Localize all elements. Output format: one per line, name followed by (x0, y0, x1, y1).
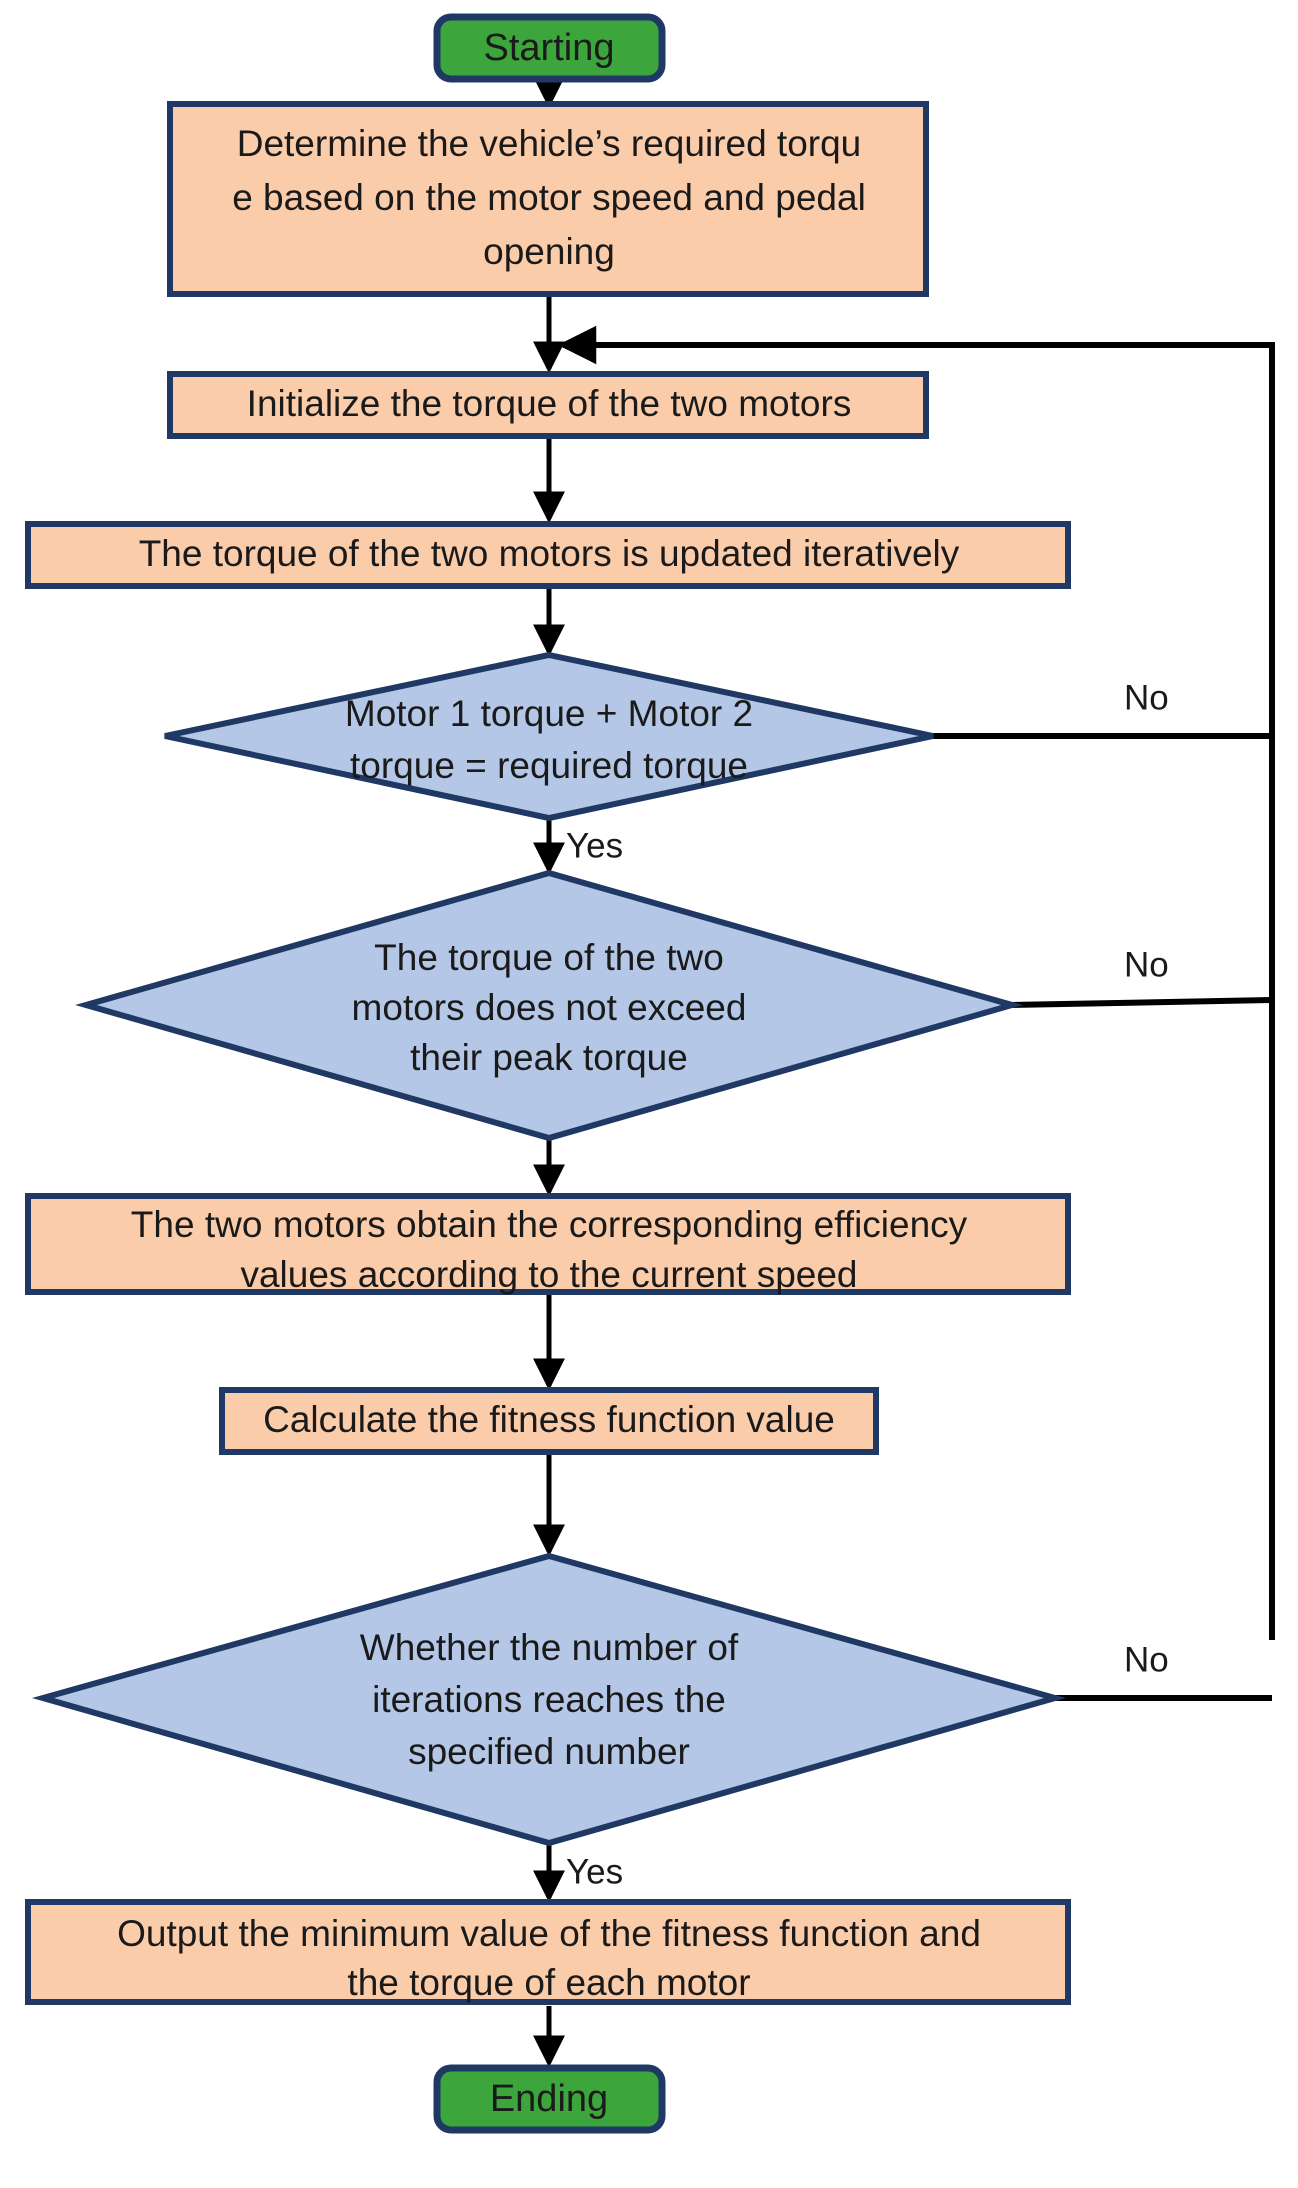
update-torque-label: The torque of the two motors is updated … (139, 533, 960, 574)
decision-iterations-shape (32, 1552, 1066, 1847)
node-decision-peak-torque[interactable]: The torque of the two motors does not ex… (75, 869, 1023, 1142)
decision-peak-torque-line-1: The torque of the two (374, 937, 724, 978)
efficiency-values-shape (25, 1193, 1071, 1295)
decision-torque-sum-line-2: torque = required torque (350, 745, 748, 786)
efficiency-values-line-2: values according to the current speed (240, 1254, 857, 1295)
fitness-function-shape (219, 1387, 879, 1455)
node-efficiency-values[interactable]: The two motors obtain the corresponding … (25, 1193, 1071, 1295)
feedback-loop-rail (557, 325, 1275, 1640)
node-initialize-torque[interactable]: Initialize the torque of the two motors (167, 371, 929, 439)
node-update-torque[interactable]: The torque of the two motors is updated … (25, 521, 1071, 589)
node-start[interactable]: Starting (433, 13, 666, 83)
edge-label-group: No Yes No No Yes (566, 678, 1169, 1891)
output-result-line-2: the torque of each motor (347, 1962, 750, 2003)
end-shape (433, 2064, 666, 2134)
decision-torque-sum-line-1: Motor 1 torque + Motor 2 (345, 693, 753, 734)
edge-label-decision-sum-no: No (1124, 678, 1169, 717)
decision-peak-torque-line-3: their peak torque (410, 1037, 688, 1078)
efficiency-values-line-1: The two motors obtain the corresponding … (131, 1204, 968, 1245)
output-result-shape (25, 1899, 1071, 2005)
edge-label-decision-iterations-yes: Yes (566, 1852, 623, 1891)
output-result-line-1: Output the minimum value of the fitness … (117, 1913, 981, 1954)
node-determine-torque[interactable]: Determine the vehicle’s required torqu e… (167, 101, 929, 297)
connector-decision-peak-no (1011, 997, 1273, 1008)
node-fitness-function[interactable]: Calculate the fitness function value (219, 1387, 879, 1455)
edge-label-decision-peak-no: No (1124, 945, 1169, 984)
edge-label-decision-iterations-no: No (1124, 1640, 1169, 1679)
decision-torque-sum-shape (164, 651, 934, 822)
fitness-function-label: Calculate the fitness function value (263, 1399, 835, 1440)
determine-torque-line-3: opening (483, 231, 615, 272)
initialize-torque-label: Initialize the torque of the two motors (247, 383, 852, 424)
start-shape (433, 13, 666, 83)
node-decision-torque-sum[interactable]: Motor 1 torque + Motor 2 torque = requir… (164, 651, 934, 822)
determine-torque-line-2: e based on the motor speed and pedal (232, 177, 866, 218)
decision-peak-torque-line-2: motors does not exceed (352, 987, 747, 1028)
decision-peak-torque-shape (75, 869, 1023, 1142)
decision-iterations-line-2: iterations reaches the (372, 1679, 726, 1720)
node-output-result[interactable]: Output the minimum value of the fitness … (25, 1899, 1071, 2005)
determine-torque-line-1: Determine the vehicle’s required torqu (237, 123, 862, 164)
decision-iterations-line-3: specified number (408, 1731, 690, 1772)
edge-label-decision-sum-yes: Yes (566, 826, 623, 865)
decision-iterations-line-1: Whether the number of (360, 1627, 739, 1668)
end-label: Ending (490, 2078, 608, 2120)
update-torque-shape (25, 521, 1071, 589)
start-label: Starting (484, 27, 615, 69)
node-decision-iterations[interactable]: Whether the number of iterations reaches… (32, 1552, 1066, 1847)
node-end[interactable]: Ending (433, 2064, 666, 2134)
determine-torque-shape (167, 101, 929, 297)
initialize-torque-shape (167, 371, 929, 439)
